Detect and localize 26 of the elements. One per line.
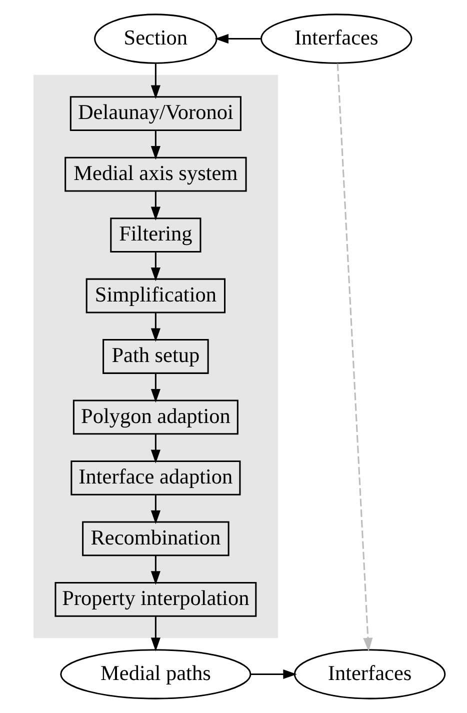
node-ellipse: Interfaces [260, 14, 412, 64]
node-ellipse: Interfaces [294, 649, 446, 700]
node-ellipse: Section [94, 14, 218, 64]
arrow [150, 495, 160, 524]
arrow [150, 616, 160, 652]
arrow [150, 252, 160, 282]
arrow [250, 669, 297, 680]
arrow [150, 130, 160, 160]
node-box: Property interpolation [54, 582, 257, 617]
arrow [150, 313, 160, 342]
node-box: Delaunay/Voronoi [70, 96, 242, 132]
node-box: Path setup [102, 339, 209, 374]
arrow [214, 34, 261, 44]
node-box: Recombination [82, 521, 230, 556]
arrow [150, 192, 160, 220]
node-box: Filtering [110, 218, 202, 252]
arrow [150, 64, 160, 99]
arrow [150, 374, 160, 403]
node-box: Interface adaption [70, 460, 241, 496]
node-box: Medial axis system [64, 156, 247, 192]
node-box: Polygon adaption [72, 400, 238, 435]
arrow [150, 434, 160, 464]
node-ellipse: Medial paths [60, 649, 252, 700]
arrow [150, 556, 160, 585]
arrow [336, 64, 373, 652]
node-box: Simplification [86, 278, 226, 314]
